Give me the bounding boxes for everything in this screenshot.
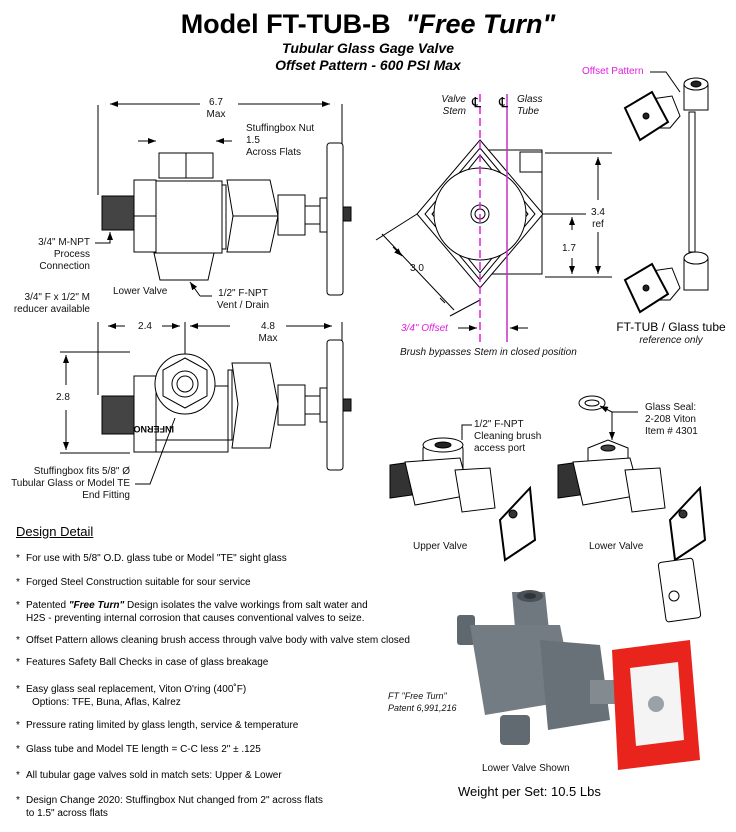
- brush-note: Brush bypasses Stem in closed position: [400, 347, 577, 358]
- dim-1-7: 1.7: [562, 243, 576, 255]
- design-bullet: * Forged Steel Construction suitable for …: [16, 577, 416, 590]
- lower-valve-iso: [557, 395, 707, 623]
- design-bullet: * Easy glass seal replacement, Viton O'ri…: [16, 684, 416, 709]
- process-connection-label: 3/4" M-NPT Process Connection: [38, 237, 90, 272]
- glass-tube-label: Glass Tube: [517, 94, 543, 117]
- bullet-text: Design Change 2020: Stuffingbox Nut chan…: [26, 795, 323, 806]
- bullet-continuation: H2S - preventing internal corrosion that…: [26, 612, 365, 624]
- design-bullet: * All tubular gage valves sold in match s…: [16, 770, 416, 783]
- assembly-drawing: [623, 71, 709, 314]
- offset-pattern-label: Offset Pattern: [582, 66, 644, 77]
- patent-note: FT "Free Turn" Patent 6,991,216: [388, 691, 457, 713]
- model-name: Model FT-TUB-B: [180, 9, 391, 39]
- dim-2-4: 2.4: [138, 321, 152, 332]
- brand-mark: INFERNO: [134, 424, 175, 434]
- valve-stem-label: Valve Stem: [441, 94, 466, 117]
- offset-label: 3/4" Offset: [401, 323, 448, 334]
- bullet-star: *: [16, 795, 20, 806]
- subtitle-2: Offset Pattern - 600 PSI Max: [275, 57, 461, 73]
- model-nickname: "Free Turn": [405, 9, 556, 39]
- bullet-text: Design isolates the valve workings from …: [124, 600, 368, 611]
- valve-stem-centerline-icon: ℄: [472, 94, 481, 110]
- bullet-text: All tubular gage valves sold in match se…: [26, 770, 282, 781]
- valve-photo: [457, 590, 700, 770]
- weight-per-set: Weight per Set: 10.5 Lbs: [458, 784, 601, 799]
- glass-seal-label: Glass Seal: 2-208 Viton Item # 4301: [645, 402, 698, 437]
- bullet-text: For use with 5/8" O.D. glass tube or Mod…: [26, 553, 287, 564]
- dim-3-0: 3.0: [410, 263, 424, 274]
- assembly-caption: FT-TUB / Glass tube: [616, 320, 726, 334]
- bullet-star: *: [16, 684, 20, 695]
- upper-valve-iso: [389, 424, 537, 562]
- stuffingbox-nut-label: Stuffingbox Nut 1.5 Across Flats: [246, 123, 315, 158]
- bullet-star: *: [16, 744, 20, 755]
- bullet-text: Glass tube and Model TE length = C-C les…: [26, 744, 261, 755]
- stuffingbox-fit-label: Stuffingbox fits 5/8" Ø Tubular Glass or…: [11, 466, 130, 501]
- reducer-note: 3/4" F x 1/2" M reducer available: [13, 292, 90, 315]
- subtitle-1: Tubular Glass Gage Valve: [282, 40, 454, 56]
- design-bullet: * Offset Pattern allows cleaning brush ac…: [16, 635, 416, 648]
- bullet-text: Pressure rating limited by glass length,…: [26, 720, 299, 731]
- bullet-star: *: [16, 635, 20, 646]
- cleaning-port-label: 1/2" F-NPT Cleaning brush access port: [474, 419, 542, 454]
- bullet-star: *: [16, 720, 20, 731]
- bullet-text: Patented: [26, 600, 69, 611]
- lower-valve-iso-label: Lower Valve: [589, 541, 644, 552]
- design-bullet: * Pressure rating limited by glass length…: [16, 720, 416, 733]
- photo-caption: Lower Valve Shown: [482, 763, 570, 774]
- design-detail-title: Design Detail: [16, 524, 94, 539]
- page-title: Model FT-TUB-B "Free Turn": [0, 8, 736, 40]
- bullet-text: Features Safety Ball Checks in case of g…: [26, 657, 269, 668]
- design-bullet: * Patented "Free Turn" Design isolates th…: [16, 600, 416, 625]
- assembly-caption-note: reference only: [639, 335, 703, 346]
- design-bullet: * Design Change 2020: Stuffingbox Nut cha…: [16, 795, 416, 820]
- vent-drain-label: 1/2" F-NPT Vent / Drain: [216, 288, 270, 311]
- bullet-star: *: [16, 770, 20, 781]
- design-bullet: * For use with 5/8" O.D. glass tube or Mo…: [16, 553, 416, 566]
- top-view-drawing: [60, 322, 352, 485]
- lower-valve-label: Lower Valve: [113, 286, 168, 297]
- bullet-continuation: Options: TFE, Buna, Aflas, Kalrez: [32, 696, 181, 708]
- bullet-star: *: [16, 657, 20, 668]
- bullet-continuation: to 1.5" across flats: [26, 807, 108, 819]
- bullet-star: *: [16, 553, 20, 564]
- design-bullet: * Glass tube and Model TE length = C-C le…: [16, 744, 416, 757]
- dim-4-8: 4.8 Max: [258, 321, 278, 344]
- dim-2-8: 2.8: [56, 392, 70, 403]
- end-view-drawing: [375, 139, 612, 331]
- bullet-star: *: [16, 577, 20, 588]
- glass-tube-centerline-icon: ℄: [499, 94, 508, 110]
- design-bullet: * Features Safety Ball Checks in case of …: [16, 657, 416, 670]
- bullet-text: Forged Steel Construction suitable for s…: [26, 577, 251, 588]
- bullet-star: *: [16, 600, 20, 611]
- bullet-text: Offset Pattern allows cleaning brush acc…: [26, 635, 410, 646]
- dim-3-4: 3.4 ref: [586, 207, 610, 231]
- overall-length-dim: 6.7 Max: [206, 97, 226, 120]
- bullet-text: "Free Turn": [68, 600, 125, 611]
- side-view-drawing: [95, 101, 352, 297]
- bullet-text: Easy glass seal replacement, Viton O'rin…: [26, 684, 247, 695]
- upper-valve-label: Upper Valve: [413, 541, 468, 552]
